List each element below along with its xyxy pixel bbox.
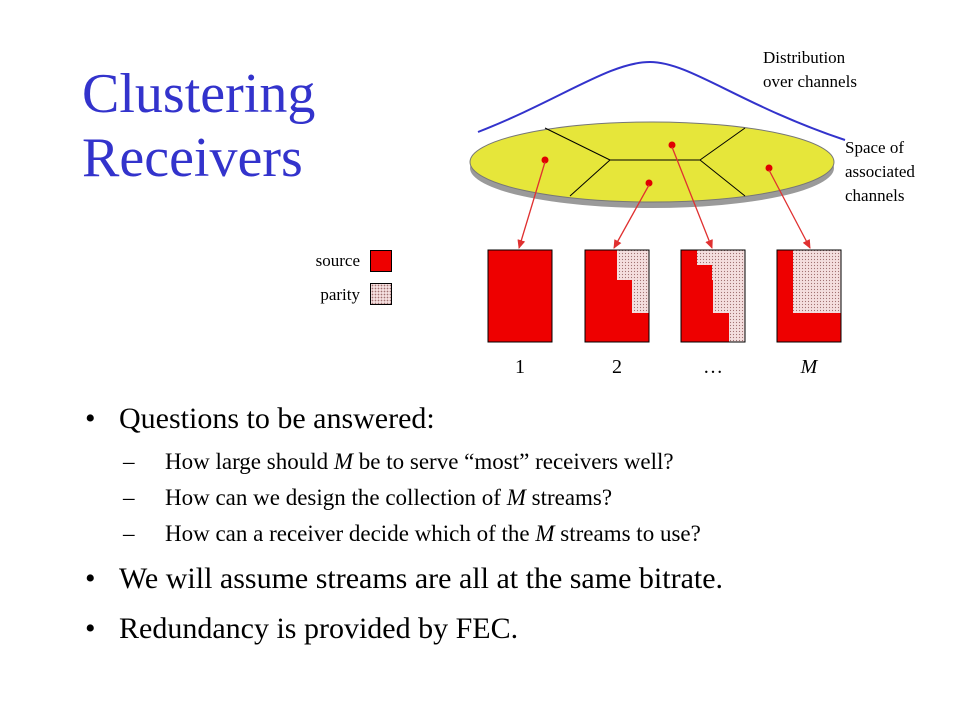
space-label-line-2: associated — [845, 162, 915, 181]
stream-label-m: M — [800, 356, 818, 378]
stream-3 — [680, 249, 746, 343]
sub-bullet-text: streams? — [525, 485, 613, 510]
distribution-curve — [477, 60, 846, 141]
sub-bullet-list: How large should M be to serve “most” re… — [85, 444, 930, 552]
title-line-1: Clustering — [82, 63, 316, 125]
sub-bullet-text: How can a receiver decide which of the — [165, 521, 536, 546]
arrow — [613, 184, 650, 249]
legend-parity-label: parity — [320, 285, 360, 304]
title-line-2: Receivers — [82, 127, 303, 189]
space-label-line-1: Space of — [845, 138, 905, 157]
slide-title: Clustering Receivers — [82, 62, 315, 190]
assignment-arrows — [517, 146, 811, 249]
legend-source-label: source — [315, 251, 360, 270]
cluster-point — [541, 156, 549, 164]
space-label-line-3: channels — [845, 186, 905, 205]
arrow — [517, 161, 546, 249]
distribution-label: Distribution over channels — [763, 46, 857, 94]
bullet-list: Questions to be answered: How large shou… — [85, 400, 930, 654]
sub-bullet-text: How large should — [165, 449, 334, 474]
bullet-fec-text: Redundancy is provided by FEC. — [119, 612, 519, 645]
stream-label-2: 2 — [612, 356, 622, 378]
stream-label-ellipsis: … — [703, 356, 723, 378]
sub-bullet-text: How can we design the collection of — [165, 485, 507, 510]
bullet-questions-text: Questions to be answered: — [119, 402, 435, 435]
sub-bullet: How large should M be to serve “most” re… — [123, 444, 930, 480]
sub-bullet-var: M — [333, 449, 354, 474]
sub-bullet-text: be to serve “most” receivers well? — [353, 449, 674, 474]
bullet-questions: Questions to be answered: — [85, 400, 930, 438]
arrow — [671, 146, 713, 249]
cluster-point — [668, 141, 676, 149]
sub-bullet: How can we design the collection of M st… — [123, 480, 930, 516]
bullet-bitrate: We will assume streams are all at the sa… — [85, 560, 930, 598]
partition-lines — [544, 127, 746, 197]
arrow — [768, 169, 811, 249]
stream-m — [776, 249, 842, 343]
space-label: Space of associated channels — [845, 136, 915, 208]
bullet-fec: Redundancy is provided by FEC. — [85, 610, 930, 648]
sub-bullet-text: streams to use? — [554, 521, 701, 546]
sub-bullet: How can a receiver decide which of the M… — [123, 516, 930, 552]
bullet-bitrate-text: We will assume streams are all at the sa… — [119, 562, 724, 595]
stream-1 — [487, 249, 553, 343]
sub-list-container: How large should M be to serve “most” re… — [85, 444, 930, 552]
distribution-label-line-2: over channels — [763, 72, 857, 91]
channel-space-ellipse — [469, 121, 835, 203]
sub-bullet-var: M — [535, 521, 555, 546]
cluster-points — [541, 141, 773, 187]
stream-label-1: 1 — [515, 356, 525, 378]
distribution-label-line-1: Distribution — [763, 48, 846, 67]
legend-source-swatch — [370, 250, 392, 272]
sub-bullet-var: M — [506, 485, 526, 510]
legend-parity-swatch — [370, 283, 392, 305]
stream-2 — [584, 249, 650, 343]
cluster-point — [645, 179, 653, 187]
cluster-point — [765, 164, 773, 172]
